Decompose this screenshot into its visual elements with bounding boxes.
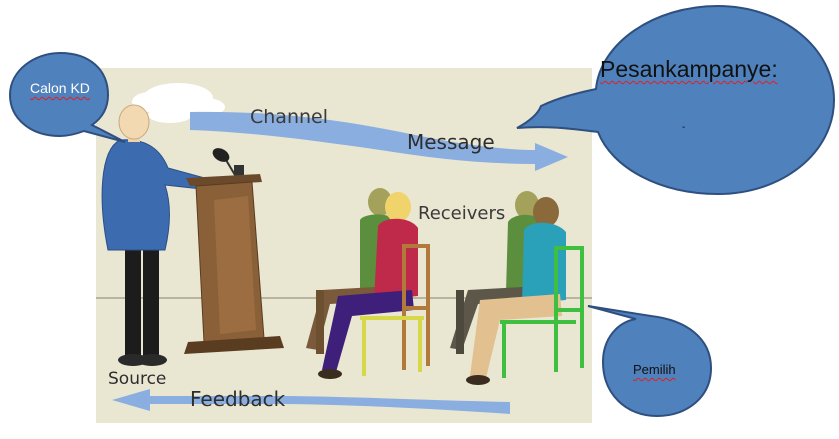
callout-pesan-shape — [516, 4, 836, 196]
podium — [184, 174, 284, 354]
source-label: Source — [108, 369, 167, 389]
channel-label: Channel — [250, 106, 329, 128]
audience-left — [306, 188, 430, 379]
callout-calon-text: Calon KD — [30, 80, 90, 96]
callout-pemilih-text: Pemilih — [633, 362, 676, 377]
callout-calon-shape — [8, 51, 126, 143]
message-arrow — [190, 111, 568, 171]
feedback-label: Feedback — [190, 387, 286, 411]
receivers-label: Receivers — [418, 203, 506, 224]
callout-pesan-title: Pesankampanye: — [600, 56, 778, 82]
speaker-figure — [101, 104, 218, 366]
message-label: Message — [407, 130, 495, 154]
thought-bubble — [132, 83, 225, 123]
callout-pesan-body: - — [682, 122, 686, 133]
feedback-arrow — [112, 389, 510, 414]
callout-pemilih-shape — [587, 305, 713, 418]
audience-right — [450, 191, 584, 385]
